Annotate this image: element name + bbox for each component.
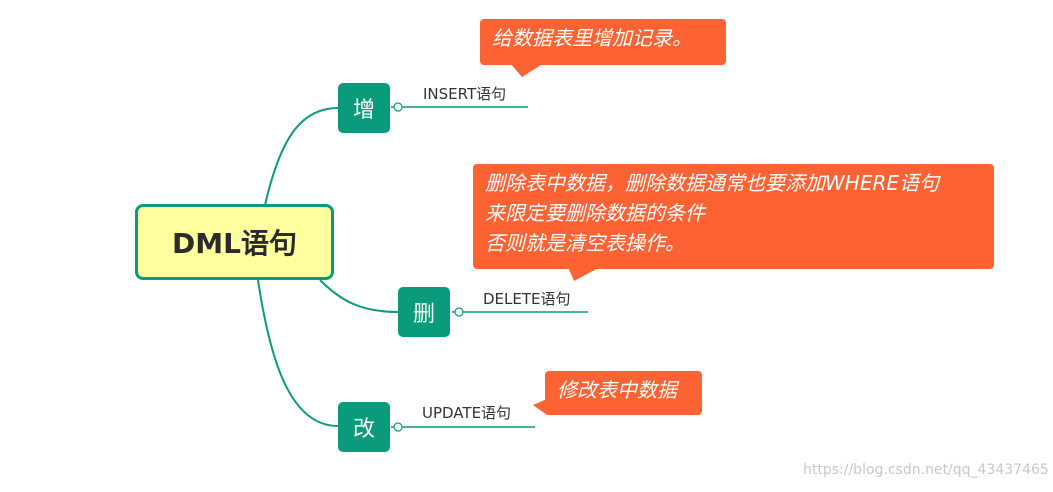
callout-delete-line-1: 删除表中数据，删除数据通常也要添加WHERE语句 xyxy=(485,171,939,195)
collapse-dot-update xyxy=(393,422,403,432)
topic-insert[interactable]: 增 xyxy=(338,83,390,133)
subtopic-update[interactable]: UPDATE语句 xyxy=(422,404,512,422)
collapse-dot-delete xyxy=(454,307,464,317)
subtopic-delete[interactable]: DELETE语句 xyxy=(483,290,571,308)
link-root-insert xyxy=(264,107,339,206)
callout-delete-line-3: 否则就是清空表操作。 xyxy=(485,231,685,255)
callout-insert[interactable]: 给数据表里增加记录。 xyxy=(480,19,726,77)
root-topic[interactable]: DML语句 xyxy=(135,204,334,280)
watermark-text: https://blog.csdn.net/qq_43437465 xyxy=(803,462,1049,478)
topic-delete[interactable]: 删 xyxy=(398,287,450,337)
callout-update[interactable]: 修改表中数据 xyxy=(533,371,702,415)
collapse-dot-insert xyxy=(393,102,403,112)
callout-delete[interactable]: 删除表中数据，删除数据通常也要添加WHERE语句 来限定要删除数据的条件 否则就… xyxy=(473,164,994,281)
topic-update[interactable]: 改 xyxy=(338,402,390,452)
callout-delete-tail xyxy=(568,267,600,281)
callout-insert-tail xyxy=(510,63,544,77)
subtopic-insert[interactable]: INSERT语句 xyxy=(423,85,507,103)
callout-update-tail xyxy=(533,399,547,415)
link-root-update xyxy=(257,279,339,427)
link-root-delete xyxy=(319,279,399,313)
callout-insert-line-1: 给数据表里增加记录。 xyxy=(492,26,692,50)
callout-delete-line-2: 来限定要删除数据的条件 xyxy=(485,201,705,225)
callout-update-line-1: 修改表中数据 xyxy=(557,378,677,402)
